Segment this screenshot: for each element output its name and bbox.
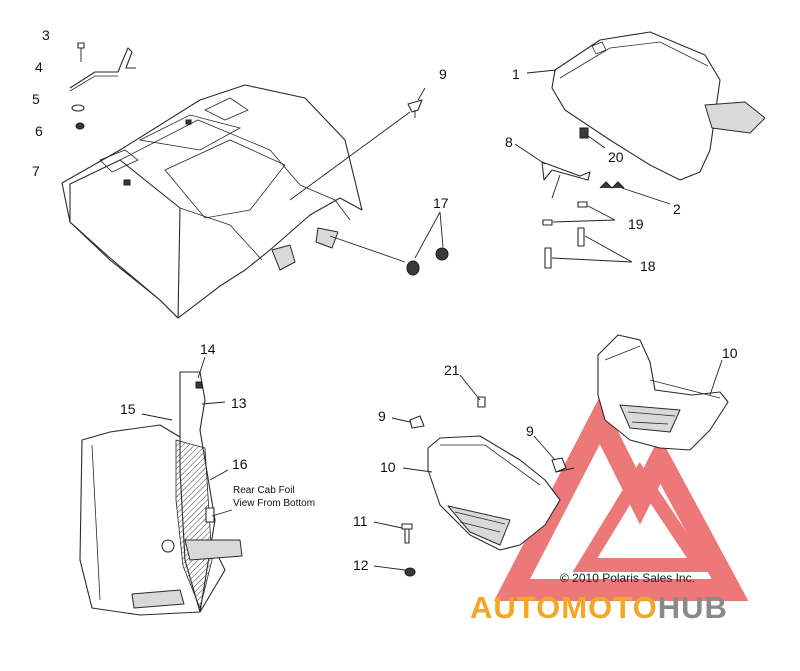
nut-6 bbox=[75, 122, 85, 130]
washer-5 bbox=[71, 104, 85, 112]
callout-19: 19 bbox=[628, 216, 644, 232]
callout-18: 18 bbox=[640, 258, 656, 274]
grommet-17 bbox=[406, 247, 449, 276]
callout-9-top: 9 bbox=[439, 66, 447, 82]
callout-13: 13 bbox=[231, 395, 247, 411]
pads-19 bbox=[542, 201, 588, 226]
callout-5: 5 bbox=[32, 91, 40, 107]
clip-21 bbox=[477, 396, 486, 408]
rear-cab-side bbox=[79, 371, 243, 616]
pins-18 bbox=[544, 227, 585, 269]
callout-12: 12 bbox=[353, 557, 369, 573]
note-line-1: Rear Cab Foil bbox=[233, 485, 295, 496]
rivet-9c bbox=[551, 457, 575, 473]
callout-14: 14 bbox=[200, 341, 216, 357]
nut-12 bbox=[404, 567, 416, 577]
note-line-2: View From Bottom bbox=[233, 498, 315, 509]
callout-4: 4 bbox=[35, 59, 43, 75]
callout-8: 8 bbox=[505, 134, 513, 150]
watermark-text: AUTOMOTOHUB bbox=[470, 590, 728, 625]
callout-3: 3 bbox=[42, 27, 50, 43]
callout-15: 15 bbox=[120, 401, 136, 417]
clip-2 bbox=[599, 181, 625, 189]
rear-fender-assembly bbox=[61, 84, 363, 319]
callout-9-left: 9 bbox=[378, 408, 386, 424]
callout-2: 2 bbox=[673, 201, 681, 217]
watermark-text-part1: AUTOMOTO bbox=[470, 590, 658, 625]
callout-16: 16 bbox=[232, 456, 248, 472]
callout-1: 1 bbox=[512, 66, 520, 82]
bracket-8 bbox=[541, 161, 591, 199]
callout-11: 11 bbox=[353, 513, 368, 529]
rivet-9b bbox=[409, 415, 425, 429]
footwell-left bbox=[427, 435, 561, 551]
callout-20: 20 bbox=[608, 149, 624, 165]
callout-9-right: 9 bbox=[526, 423, 534, 439]
copyright-text: © 2010 Polaris Sales Inc. bbox=[560, 571, 695, 585]
callout-17: 17 bbox=[433, 195, 449, 211]
watermark-text-part2: HUB bbox=[658, 590, 728, 625]
watermark-logo bbox=[493, 395, 749, 601]
callout-10-right: 10 bbox=[722, 345, 738, 361]
callout-6: 6 bbox=[35, 123, 43, 139]
seat-assembly bbox=[551, 31, 766, 181]
callout-7: 7 bbox=[32, 163, 40, 179]
bolt-11 bbox=[401, 523, 413, 544]
callout-10-left: 10 bbox=[380, 459, 396, 475]
footwell-right bbox=[597, 334, 729, 451]
push-rivet-9 bbox=[407, 99, 423, 118]
rod-4 bbox=[69, 47, 136, 92]
callout-21: 21 bbox=[444, 362, 460, 378]
bolt-3 bbox=[77, 42, 85, 62]
